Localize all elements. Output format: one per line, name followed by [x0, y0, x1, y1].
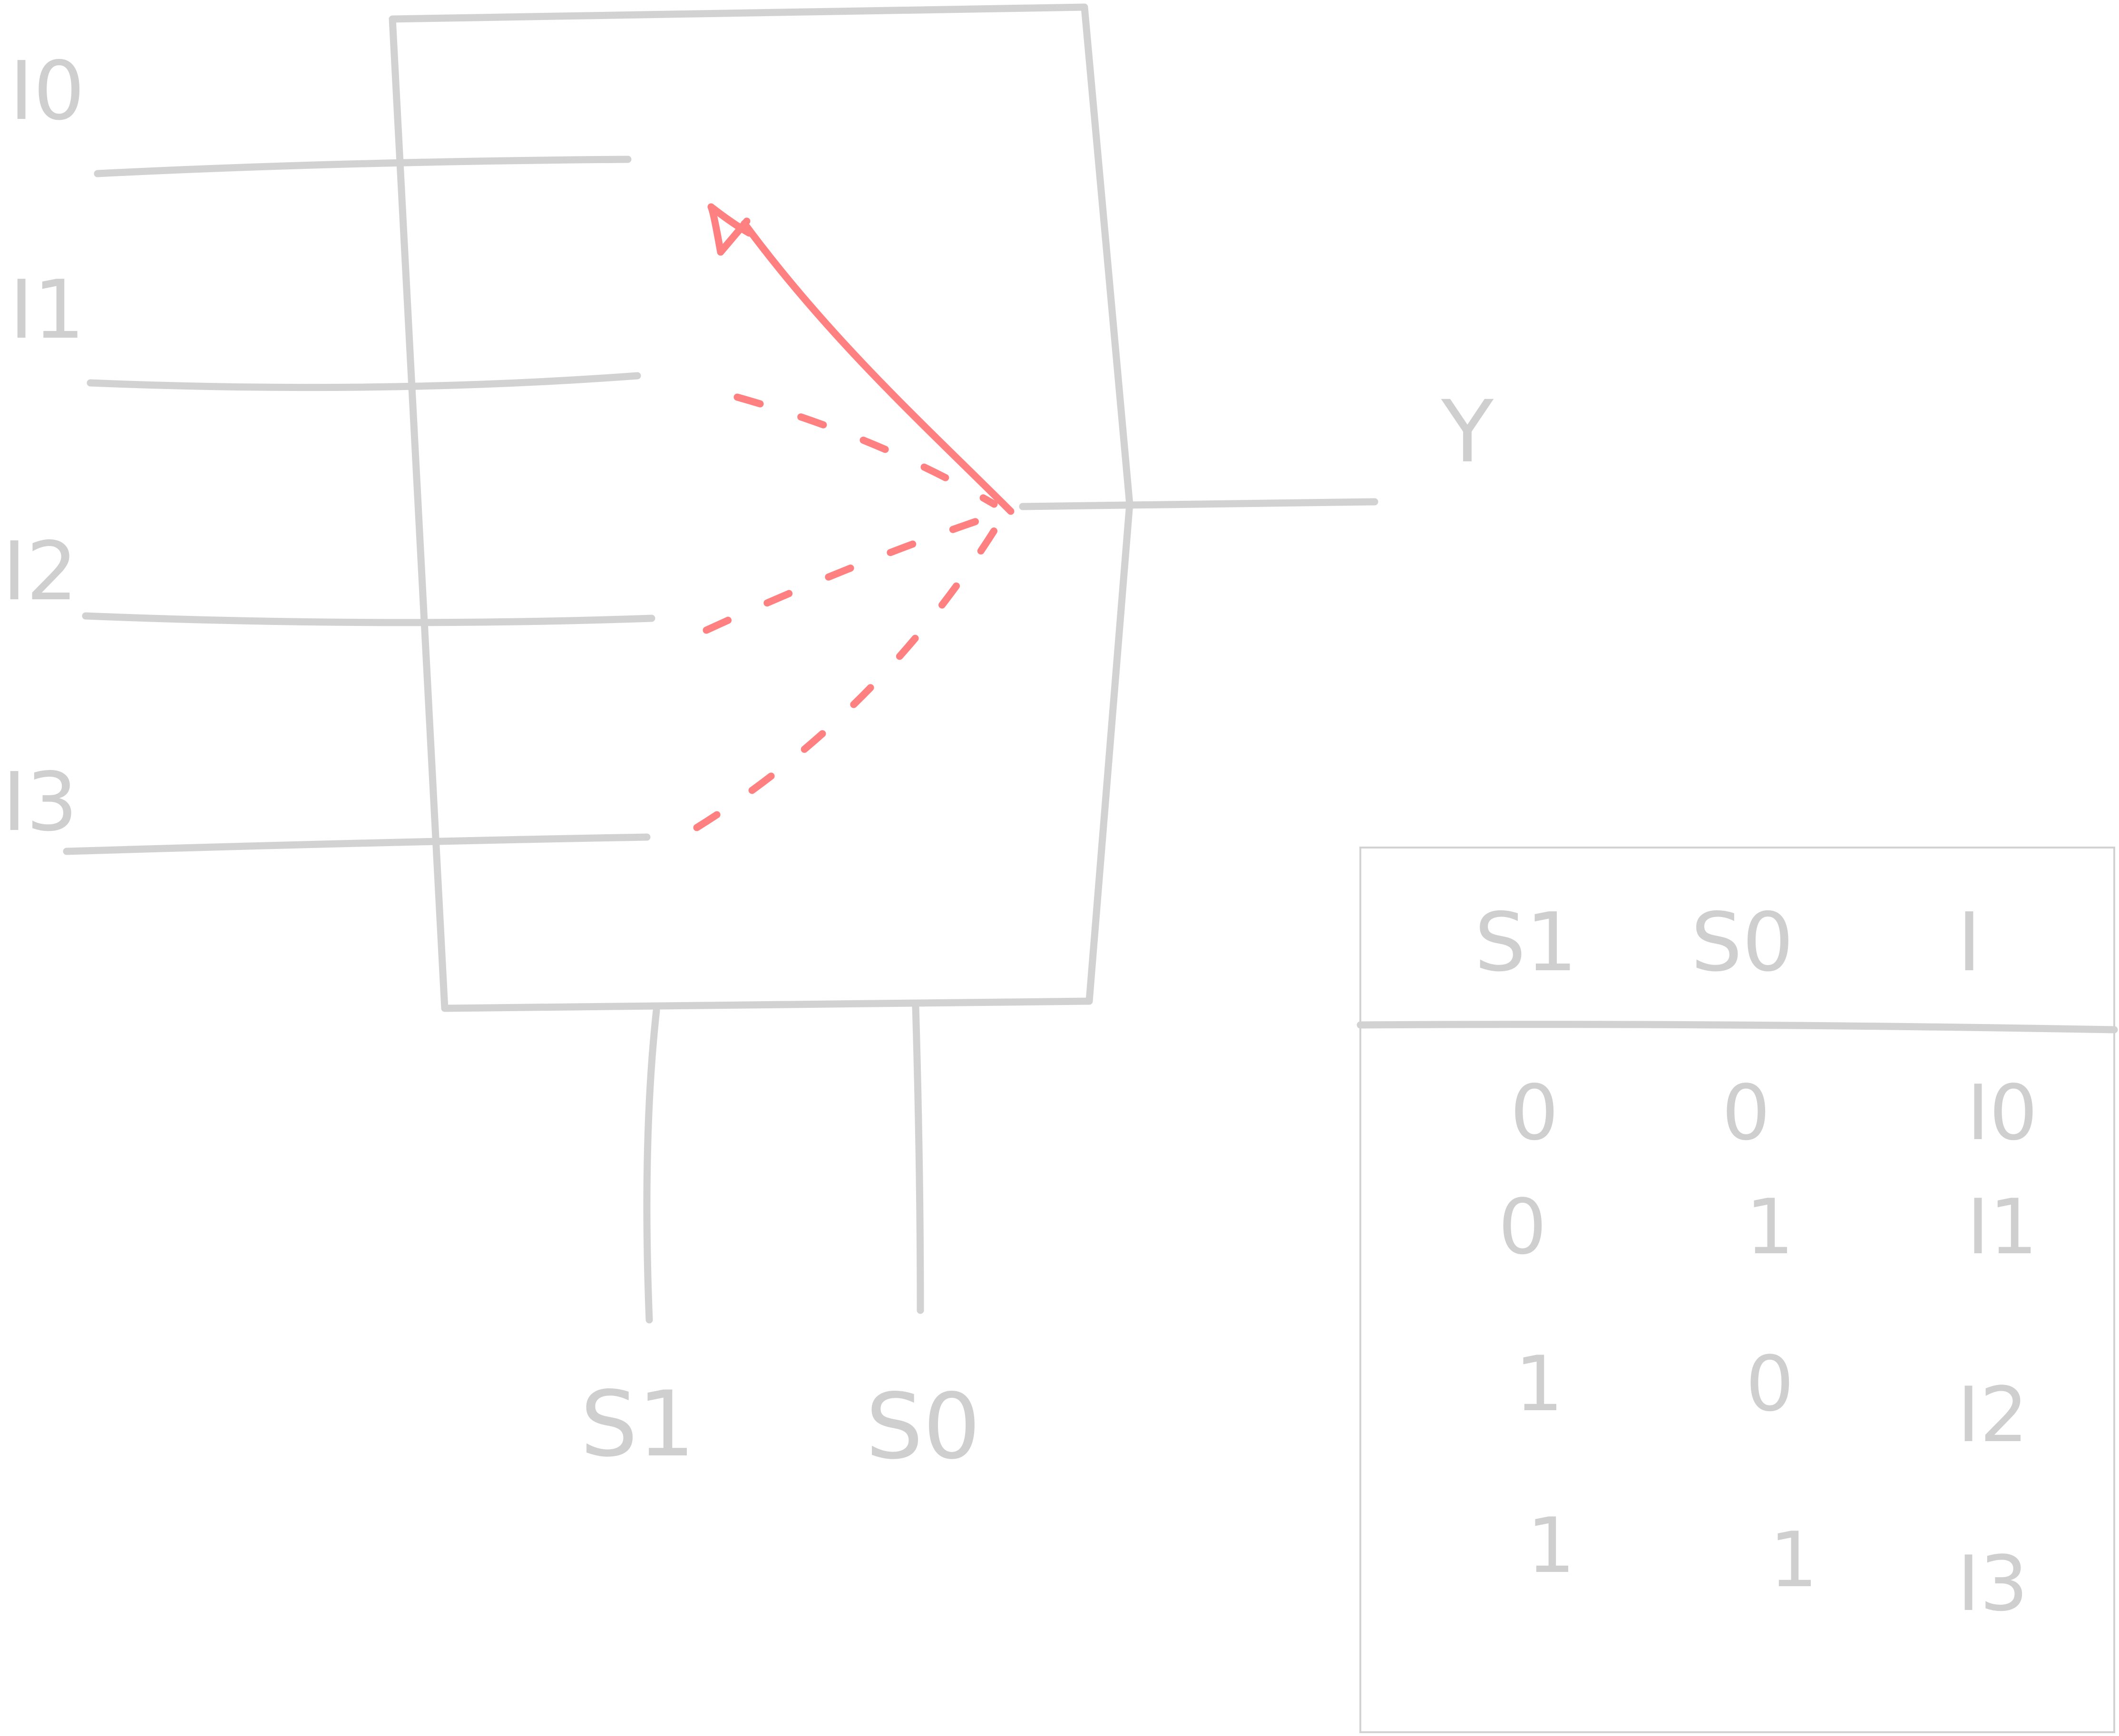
- table-cell: 1: [1746, 1182, 1794, 1271]
- input-wire-i2: [82, 612, 655, 626]
- table-cell: 0: [1746, 1339, 1794, 1428]
- truth-table: S1 S0 I 0 0 I0 0 1 I1 1 0 I2 1 1 I3: [1357, 847, 2118, 1733]
- table-cell: 1: [1527, 1501, 1575, 1590]
- input-wire-i1: [87, 372, 641, 391]
- table-cell: I0: [1967, 1068, 2038, 1157]
- dashed-path-i1: [733, 393, 998, 508]
- table-cell: 1: [1769, 1515, 1818, 1604]
- input-label-i2: I2: [2, 525, 78, 619]
- select-wire-s1: [643, 1007, 660, 1324]
- table-cell: 0: [1510, 1068, 1559, 1157]
- input-label-i1: I1: [10, 263, 85, 357]
- dashed-path-i3: [693, 519, 1003, 831]
- truth-table-header-divider: [1357, 1021, 2118, 1034]
- output-wire-y: [1019, 498, 1378, 510]
- output-label-y: Y: [1441, 382, 1494, 482]
- table-cell: I2: [1957, 1370, 2028, 1459]
- table-cell: 1: [1515, 1339, 1563, 1428]
- dashed-path-i2: [703, 510, 1003, 634]
- truth-table-frame: [1359, 847, 2115, 1733]
- select-label-s1: S1: [580, 1372, 695, 1477]
- arrowhead-icon: [707, 203, 753, 256]
- truth-table-header-s0: S0: [1691, 896, 1794, 990]
- truth-table-header-i: I: [1957, 896, 1981, 990]
- input-label-i3: I3: [2, 755, 78, 849]
- select-wire-s0: [912, 1002, 924, 1314]
- table-cell: 0: [1722, 1068, 1770, 1157]
- table-cell: I1: [1967, 1182, 2038, 1271]
- input-wire-i3: [63, 833, 651, 855]
- input-label-i0: I0: [10, 44, 85, 138]
- truth-table-header-s1: S1: [1475, 896, 1577, 990]
- input-wire-i0: [94, 156, 632, 177]
- table-cell: I3: [1957, 1539, 2028, 1628]
- table-cell: 0: [1498, 1182, 1547, 1271]
- select-label-s0: S0: [866, 1374, 981, 1479]
- selected-path-arrow: [741, 220, 1015, 515]
